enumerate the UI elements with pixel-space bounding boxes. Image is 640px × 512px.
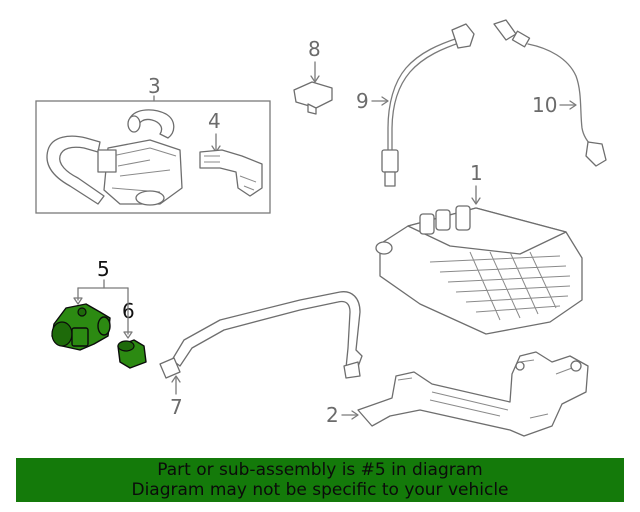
part-7-end-right [343, 361, 361, 379]
parts-diagram: 3 4 8 9 10 [35, 19, 607, 437]
arrow-5 [73, 297, 83, 305]
part-2-hole-b [515, 361, 525, 371]
callout-5: 5 [97, 257, 110, 281]
arrow-10 [569, 100, 577, 110]
part-2-group: 2 [326, 351, 589, 437]
part-8-group: 8 [293, 37, 333, 115]
part-3-hose [46, 135, 105, 205]
arrow-9 [381, 96, 389, 106]
part-9-plug [451, 23, 475, 49]
part-9-wire-outer [391, 41, 463, 153]
part-1-port-d [455, 205, 471, 231]
part-6-sleeve-end [117, 340, 135, 352]
part-3-frame [35, 100, 271, 214]
part-7-end-left [159, 357, 181, 379]
part-2-bracket-detail [397, 359, 573, 419]
callout-4: 4 [208, 109, 221, 133]
callout-3: 3 [148, 74, 161, 98]
part-4-bracket-detail [204, 155, 257, 191]
part-5-nub [77, 307, 87, 317]
part-9-group: 9 [356, 23, 475, 187]
arrow-6 [123, 331, 133, 339]
part-1-canister-ribs [429, 251, 571, 321]
callout-2: 2 [326, 403, 339, 427]
callout-10: 10 [532, 93, 557, 117]
part-5-connector [71, 327, 89, 347]
part-3-elbow-end [127, 115, 141, 133]
part-10-plug [585, 141, 607, 167]
part-3-elbow [129, 109, 175, 139]
part-1-port-a [375, 241, 393, 255]
part-10-sensor-body [493, 19, 517, 41]
part-4-group: 4 [199, 109, 263, 197]
part-5-port-main [51, 321, 73, 347]
arrow-7 [171, 375, 181, 383]
part-8-clip-tab [307, 103, 317, 115]
part-3-group: 3 [35, 74, 271, 214]
part-3-valve-detail [111, 147, 177, 193]
callout-8: 8 [308, 37, 321, 61]
part-7-hose [171, 291, 363, 373]
part-9-sensor-tip [384, 171, 396, 187]
arrow-1 [471, 197, 481, 205]
part-8-clip [293, 81, 333, 109]
arrow-2 [351, 410, 359, 420]
part-3-valve-body [103, 139, 183, 205]
callout-9: 9 [356, 89, 369, 113]
part-7-group: 7 [159, 291, 363, 419]
part-10-group: 10 [493, 19, 607, 167]
part-5-port-side [97, 316, 111, 336]
footer-line-1: Part or sub-assembly is #5 in diagram [157, 460, 483, 480]
part-3-connector [97, 149, 117, 173]
footer-line-2: Diagram may not be specific to your vehi… [131, 480, 509, 500]
part-9-sensor-body [381, 149, 399, 173]
part-10-sensor-nut [511, 30, 531, 48]
arrow-8 [310, 75, 320, 83]
part-1-port-c [435, 209, 451, 231]
part-2-hole-a [570, 360, 582, 372]
callout-7: 7 [170, 395, 183, 419]
part-1-port-b [419, 213, 435, 235]
part-9-wire [387, 37, 459, 153]
part-6-group: 6 [117, 287, 147, 369]
part-2-bracket [357, 351, 589, 437]
part-1-group: 1 [375, 161, 583, 335]
callout-1: 1 [470, 161, 483, 185]
part-5-group: 5 [51, 257, 129, 351]
footer-banner: Part or sub-assembly is #5 in diagram Di… [16, 458, 624, 502]
part-3-valve-port [135, 190, 165, 206]
